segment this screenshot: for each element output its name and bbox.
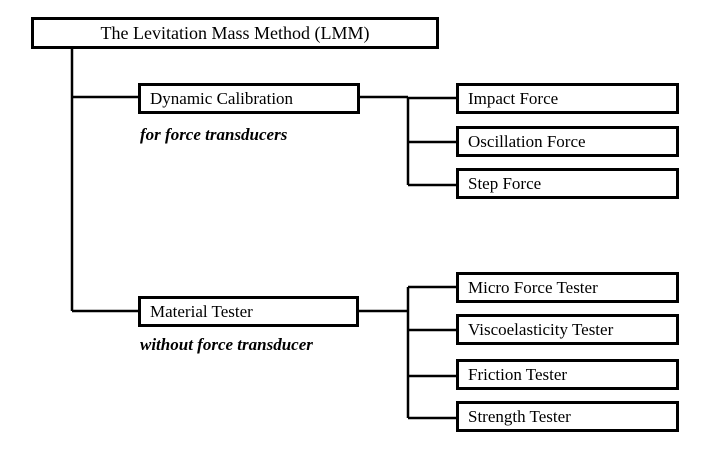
leaf-label: Step Force [468, 174, 542, 193]
material-tester-node: Material Tester [138, 296, 359, 327]
leaf-label: Friction Tester [468, 365, 568, 384]
root-node-label: The Levitation Mass Method (LMM) [100, 23, 370, 43]
dynamic-calibration-caption: for force transducers [140, 125, 288, 144]
root-node: The Levitation Mass Method (LMM) [31, 17, 439, 49]
leaf-label: Viscoelasticity Tester [468, 320, 614, 339]
leaf-label: Strength Tester [468, 407, 571, 426]
leaf-micro-force-tester: Micro Force Tester [456, 272, 679, 303]
leaf-label: Oscillation Force [468, 132, 586, 151]
leaf-step-force: Step Force [456, 168, 679, 199]
leaf-oscillation-force: Oscillation Force [456, 126, 679, 157]
dynamic-calibration-label: Dynamic Calibration [150, 89, 294, 108]
material-tester-label: Material Tester [150, 302, 253, 321]
leaf-strength-tester: Strength Tester [456, 401, 679, 432]
leaf-viscoelasticity-tester: Viscoelasticity Tester [456, 314, 679, 345]
leaf-label: Impact Force [468, 89, 559, 108]
dynamic-calibration-node: Dynamic Calibration [138, 83, 360, 114]
leaf-friction-tester: Friction Tester [456, 359, 679, 390]
leaf-label: Micro Force Tester [468, 278, 598, 297]
material-tester-caption: without force transducer [140, 335, 313, 354]
leaf-impact-force: Impact Force [456, 83, 679, 114]
